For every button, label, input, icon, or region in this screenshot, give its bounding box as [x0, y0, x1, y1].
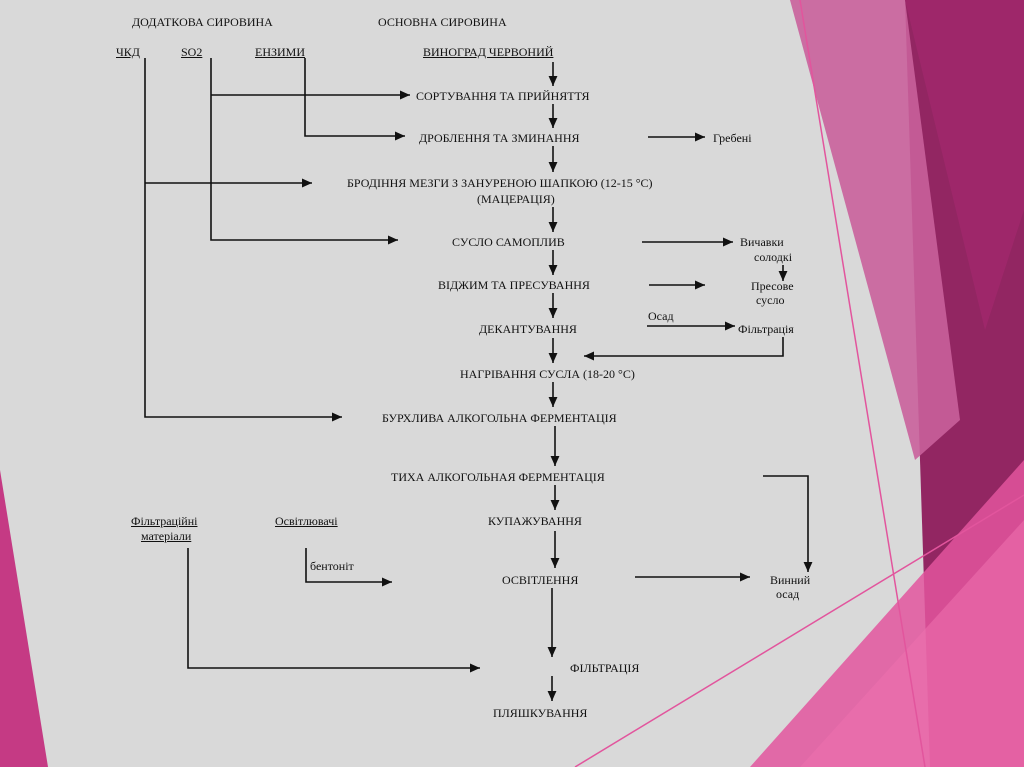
- return-filtration-to-heating: [584, 337, 784, 361]
- input-so2: SO2: [181, 45, 203, 59]
- decor-right-magenta: [905, 0, 1024, 330]
- line-enzymes: [304, 58, 405, 141]
- step-sorting: СОРТУВАННЯ ТА ПРИЙНЯТТЯ: [416, 89, 590, 103]
- header-additional-raw: ДОДАТКОВА СИРОВИНА: [132, 15, 273, 29]
- line-so2: [210, 58, 398, 245]
- input-clarifiers: Освітлювачі: [275, 514, 338, 528]
- step-fermentation-pomace-line1: БРОДІННЯ МЕЗГИ З ЗАНУРЕНОЮ ШАПКОЮ (12-15…: [347, 176, 653, 190]
- step-fermentation-pomace-line2: (МАЦЕРАЦІЯ): [477, 192, 555, 206]
- decor-bottom-right-light: [800, 520, 1024, 767]
- line-chkd: [144, 58, 342, 422]
- byproduct-press-must-line1: Пресове: [751, 279, 794, 293]
- line-filter-materials: [187, 548, 480, 673]
- input-chkd: ЧКД: [116, 45, 140, 59]
- input-bentonite: бентоніт: [310, 559, 354, 573]
- step-heating: НАГРІВАННЯ СУСЛА (18-20 °С): [460, 367, 635, 381]
- step-blending: КУПАЖУВАННЯ: [488, 514, 582, 528]
- step-clarification: ОСВІТЛЕННЯ: [502, 573, 579, 587]
- input-filter-materials-line1: Фільтраційні: [131, 514, 198, 528]
- byproduct-filtration: Фільтрація: [738, 322, 794, 336]
- input-filter-materials-line2: матеріали: [141, 529, 192, 543]
- byproduct-wine-sediment-line1: Винний: [770, 573, 811, 587]
- decor-top-right-pink: [790, 0, 960, 460]
- step-quiet-fermentation: ТИХА АЛКОГОЛЬНАЯ ФЕРМЕНТАЦІЯ: [391, 470, 605, 484]
- step-free-run: СУСЛО САМОПЛИВ: [452, 235, 565, 249]
- step-vigorous-fermentation: БУРХЛИВА АЛКОГОЛЬНА ФЕРМЕНТАЦІЯ: [382, 411, 617, 425]
- decor-thin-line-2: [574, 494, 1024, 767]
- decor-thin-line-1: [799, 0, 926, 767]
- byproduct-stems: Гребені: [713, 131, 752, 145]
- step-pressing: ВІДЖИМ ТА ПРЕСУВАННЯ: [438, 278, 590, 292]
- input-grape: ВИНОГРАД ЧЕРВОНИЙ: [423, 45, 554, 59]
- step-bottling: ПЛЯШКУВАННЯ: [493, 706, 588, 720]
- byproduct-press-must-line2: сусло: [756, 293, 785, 307]
- step-filtration: ФІЛЬТРАЦІЯ: [570, 661, 640, 675]
- input-enzymes: ЕНЗИМИ: [255, 45, 306, 59]
- line-quiet-to-wine-sediment: [763, 475, 813, 572]
- decor-left-strip: [0, 470, 48, 767]
- header-main-raw: ОСНОВНА СИРОВИНА: [378, 15, 507, 29]
- byproduct-pomace-line2: солодкі: [754, 250, 793, 264]
- byproduct-pomace-line1: Вичавки: [740, 235, 784, 249]
- byproduct-sediment: Осад: [648, 309, 674, 323]
- step-crushing: ДРОБЛЕННЯ ТА ЗМИНАННЯ: [419, 131, 580, 145]
- line-bentonite: [305, 548, 392, 587]
- byproduct-wine-sediment-line2: осад: [776, 587, 800, 601]
- step-decanting: ДЕКАНТУВАННЯ: [479, 322, 577, 336]
